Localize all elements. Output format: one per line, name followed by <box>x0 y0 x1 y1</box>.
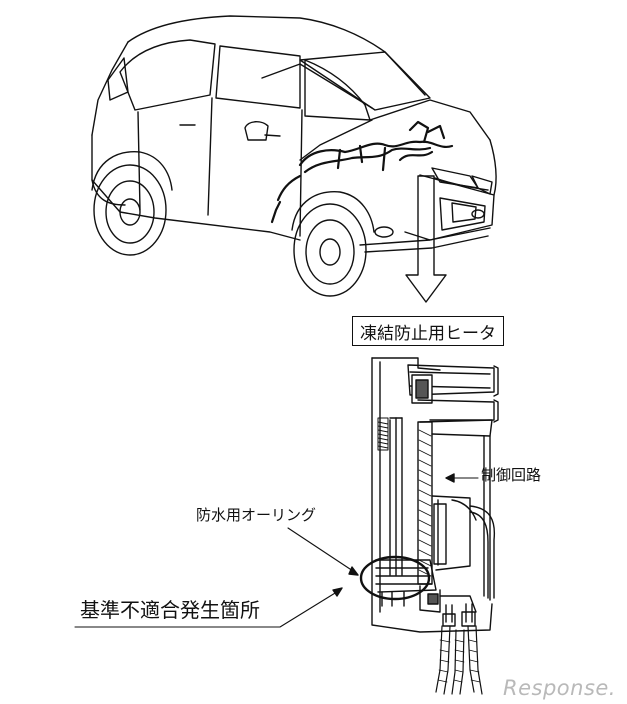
waterproof-oring-label: 防水用オーリング <box>196 506 317 524</box>
heater-label: 凍結防止用ヒータ <box>360 323 496 344</box>
response-watermark-logo: Response. <box>503 676 616 700</box>
heater-unit-drawing <box>371 357 499 633</box>
heater-label-box: 凍結防止用ヒータ <box>352 316 504 346</box>
nonconformity-location-label: 基準不適合発生箇所 <box>80 598 260 622</box>
leader-nonconf <box>74 589 341 628</box>
leader-oring-arrowhead <box>348 566 359 576</box>
hoses-drawing <box>435 625 483 695</box>
control-circuit-label: 制御回路 <box>481 466 542 484</box>
leader-oring <box>287 527 357 574</box>
leader-nonconf-arrowhead <box>332 587 343 597</box>
car-drawing <box>91 15 497 297</box>
leader-control-arrowhead <box>445 473 455 483</box>
oring-highlight-ellipse <box>359 555 431 601</box>
down-arrow-icon <box>405 175 447 303</box>
